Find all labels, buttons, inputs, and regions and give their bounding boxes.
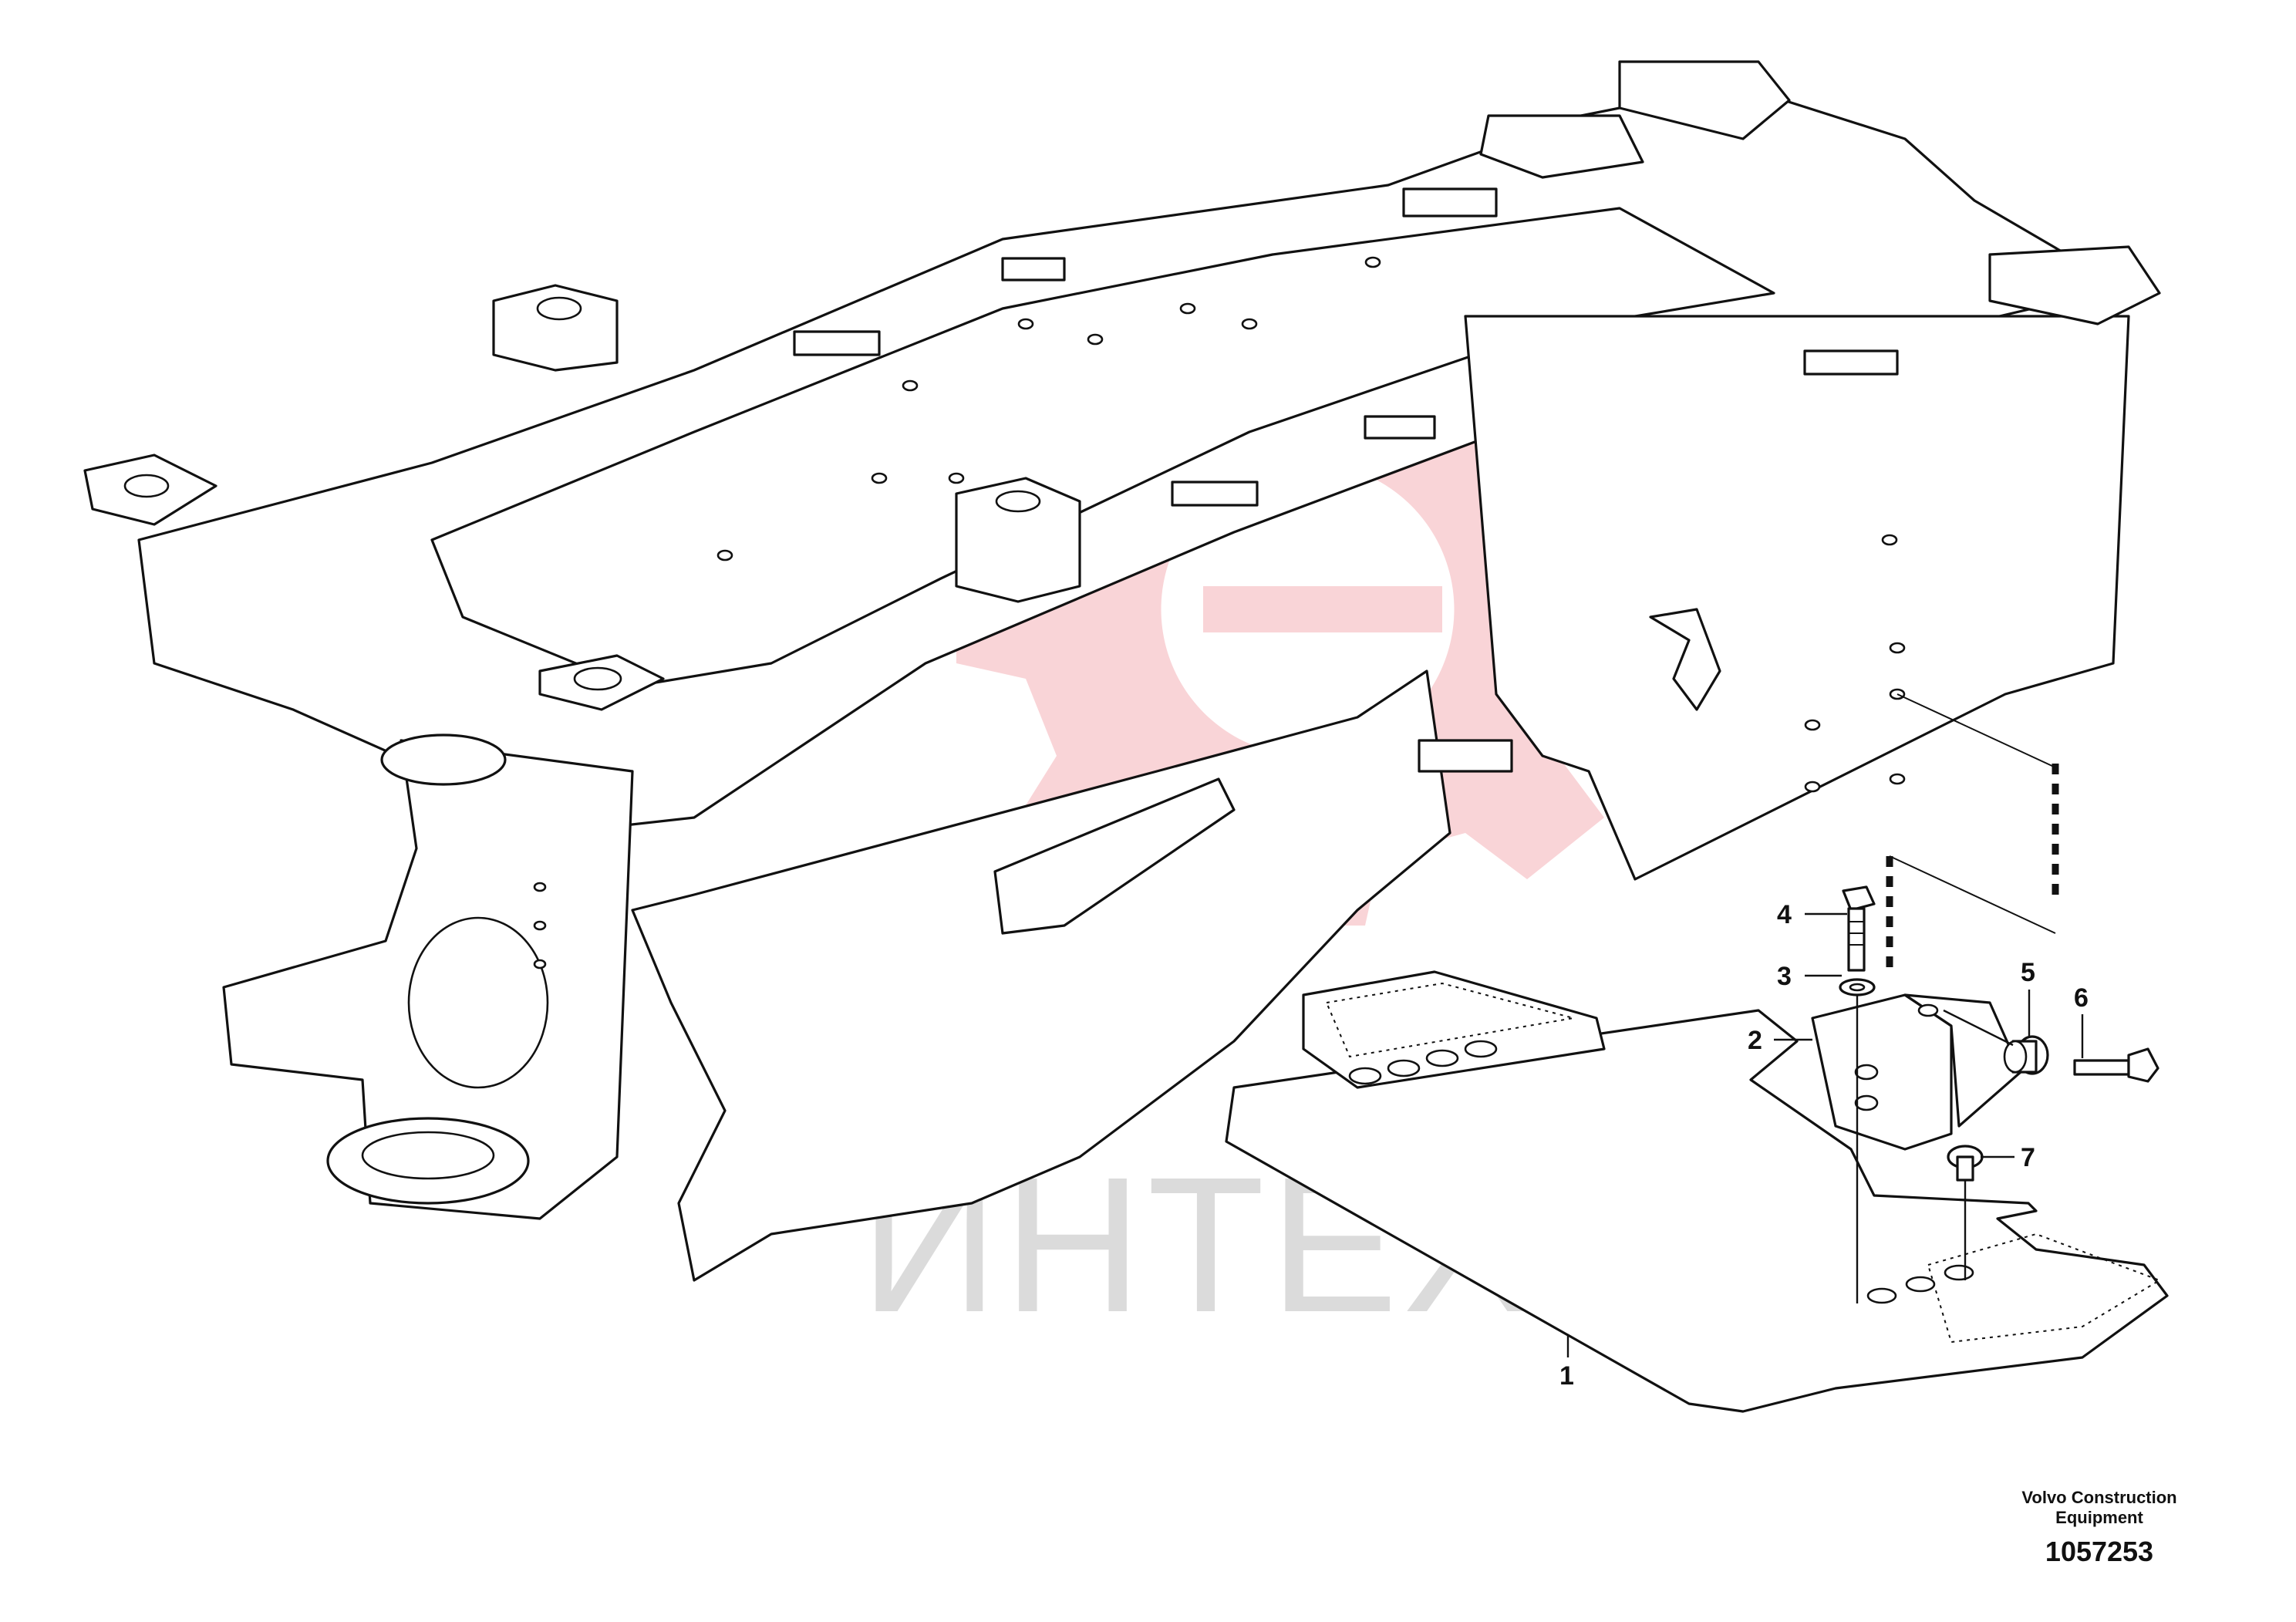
continuation-marks (1886, 693, 2059, 972)
callout-label-6: 6 (2074, 983, 2089, 1013)
fasteners (1839, 885, 2159, 1303)
callout-label-3: 3 (1777, 962, 1792, 991)
callout-4: 4 (1777, 900, 1847, 929)
callout-label-4: 4 (1777, 900, 1792, 929)
callout-3: 3 (1777, 962, 1842, 991)
machine-frame (83, 60, 2161, 1282)
figure-number: 1057253 (2045, 1536, 2154, 1567)
callout-label-7: 7 (2021, 1143, 2035, 1172)
manufacturer-line-2: Equipment (2055, 1508, 2143, 1527)
manufacturer-line-1: Volvo Construction (2021, 1488, 2177, 1507)
step-plate (1225, 970, 2169, 1413)
callout-6: 6 (2074, 983, 2089, 1058)
callout-label-2: 2 (1748, 1026, 1762, 1055)
callout-2: 2 (1748, 1026, 1812, 1055)
callout-1: 1 (1559, 1334, 1574, 1391)
drawing-info: Volvo Construction Equipment 1057253 (2011, 1488, 2188, 1568)
callout-5: 5 (2021, 958, 2035, 1037)
callout-7: 7 (1981, 1143, 2035, 1172)
step-bracket (1811, 993, 2022, 1151)
manufacturer-name: Volvo Construction Equipment (2011, 1488, 2188, 1528)
callout-label-5: 5 (2021, 958, 2035, 987)
callout-label-1: 1 (1559, 1361, 1574, 1391)
callouts: 1 2 3 4 5 6 7 (1559, 900, 2089, 1391)
